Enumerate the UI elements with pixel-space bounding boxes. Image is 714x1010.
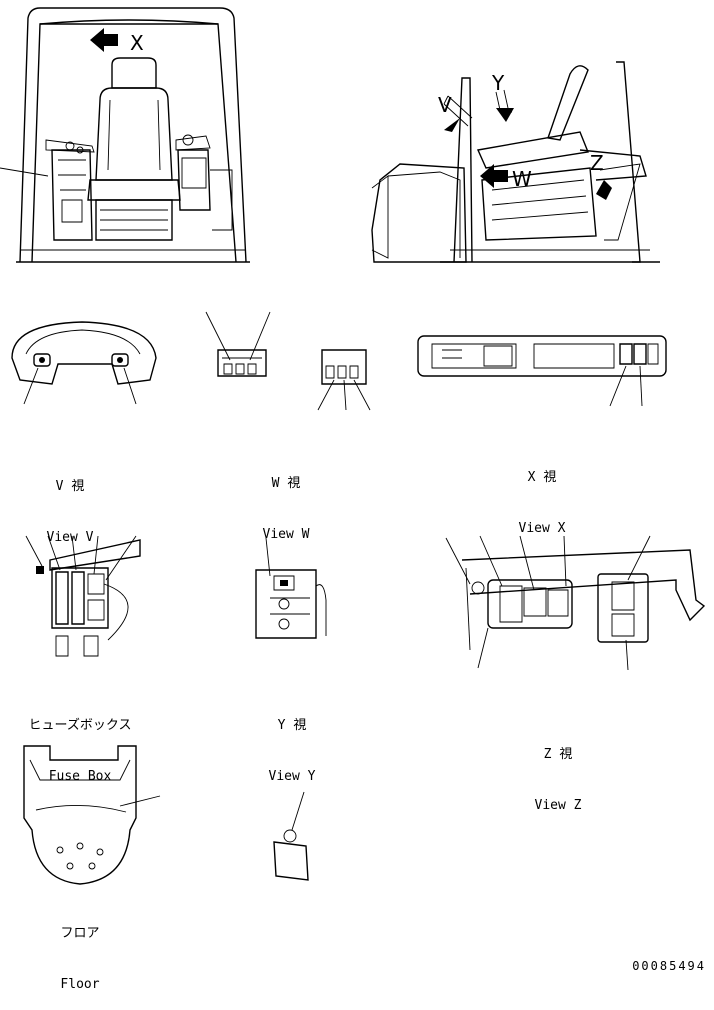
cab-front-view: X <box>0 8 250 262</box>
caption-view-v-jp: V 視 <box>55 479 85 494</box>
fuse-box-drawing <box>26 536 140 656</box>
view-z-drawing <box>446 536 704 670</box>
caption-view-v: V 視 View V <box>30 444 110 563</box>
view-v-drawing <box>12 322 156 404</box>
label-plate-drawing <box>274 792 308 880</box>
caption-floor: フロア Floor <box>40 891 120 1010</box>
view-letter-v: V <box>438 93 452 117</box>
cab-side-view: V Y W Z <box>372 62 660 262</box>
view-letter-y: Y <box>491 71 505 95</box>
caption-view-x: X 視 View X <box>502 435 582 554</box>
view-letter-z: Z <box>590 151 604 175</box>
caption-view-w-en: View W <box>262 527 310 542</box>
caption-view-z: Z 視 View Z <box>518 712 598 831</box>
caption-view-y-en: View Y <box>268 769 316 784</box>
caption-view-z-en: View Z <box>534 798 582 813</box>
caption-floor-en: Floor <box>60 977 100 992</box>
caption-view-w-jp: W 視 <box>271 476 301 491</box>
view-w-left-drawing <box>206 312 270 376</box>
view-w-right-drawing <box>318 350 370 410</box>
view-x-drawing <box>418 336 666 406</box>
caption-floor-jp: フロア <box>60 926 100 941</box>
caption-view-y-jp: Y 視 <box>277 718 307 733</box>
caption-view-x-jp: X 視 <box>527 470 557 485</box>
floor-drawing <box>24 746 160 884</box>
caption-fuse-box: ヒューズボックス Fuse Box <box>20 683 140 802</box>
view-letter-x: X <box>130 31 144 55</box>
caption-view-w: W 視 View W <box>246 441 326 560</box>
view-y-drawing <box>256 538 326 638</box>
document-number: 00085494 <box>632 959 706 973</box>
caption-view-x-en: View X <box>518 521 566 536</box>
caption-view-y: Y 視 View Y <box>252 683 332 802</box>
caption-fuse-box-jp: ヒューズボックス <box>28 718 132 733</box>
parts-diagram: X V Y W Z <box>0 0 714 978</box>
caption-view-z-jp: Z 視 <box>543 747 573 762</box>
caption-view-v-en: View V <box>46 530 94 545</box>
view-letter-w: W <box>512 167 532 191</box>
caption-fuse-box-en: Fuse Box <box>48 769 112 784</box>
